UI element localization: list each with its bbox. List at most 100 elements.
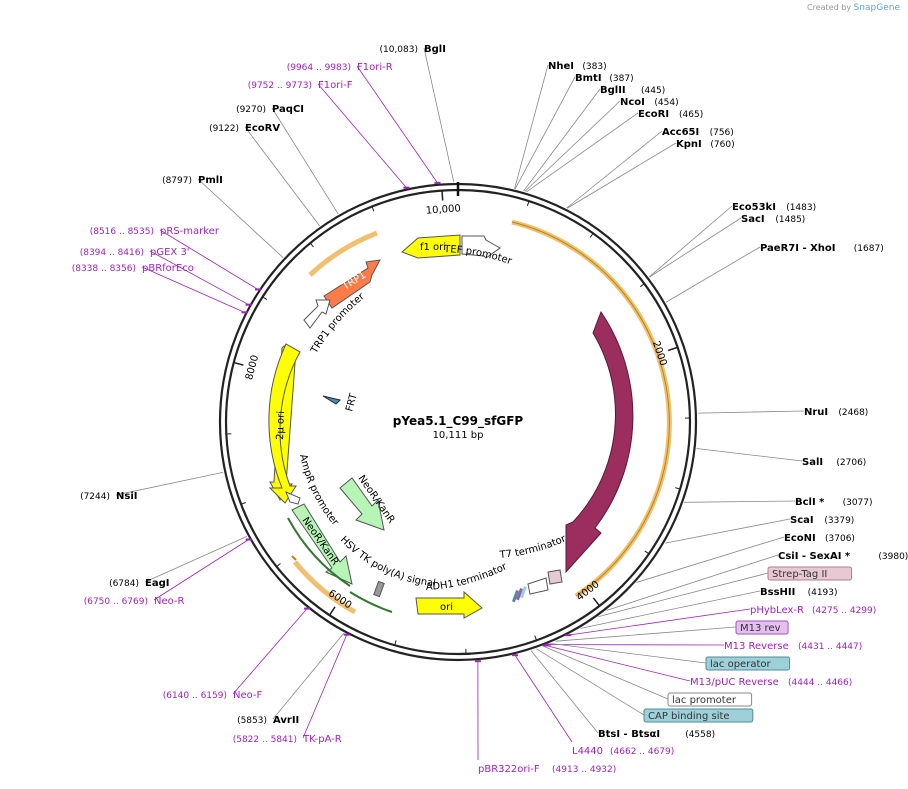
site-position: (6750 .. 6769) (84, 597, 148, 607)
site-bglii[interactable]: BglII(445) (600, 85, 665, 96)
site-paer7i-xhoi[interactable]: PaeR7I - XhoI(1687) (760, 243, 884, 254)
site-f1ori-f[interactable]: F1ori-F(9752 .. 9773) (248, 80, 353, 91)
site-pbr322ori-f[interactable]: pBR322ori-F(4913 .. 4932) (478, 764, 616, 775)
site-csii-sexai-[interactable]: CsiI - SexAI *(3980) (778, 551, 908, 562)
site-name: Eco53kI (732, 202, 776, 213)
site-bgli[interactable]: BglI(10,083) (379, 44, 445, 55)
site-nhei[interactable]: NheI(383) (548, 61, 607, 72)
site-position: (445) (641, 86, 665, 96)
backbone-ticks (226, 182, 690, 654)
feature-adh1-terminator[interactable] (527, 577, 549, 595)
site-pgex-3-[interactable]: pGEX 3'(8394 .. 8416) (80, 247, 190, 258)
site-name: BclI * (795, 497, 825, 508)
site-box (735, 620, 789, 635)
primer-arc-green-1 (287, 517, 351, 587)
site-sali[interactable]: SalI(2706) (802, 457, 866, 468)
major-tick (233, 361, 244, 366)
site-cap-binding-site[interactable]: CAP binding site (643, 708, 754, 723)
leader-line (636, 536, 785, 583)
feature-f1-ori-label: f1 ori (420, 242, 446, 253)
site-eco53ki[interactable]: Eco53kI(1483) (732, 202, 816, 213)
site-prs-marker[interactable]: pRS-marker(8516 .. 8535) (90, 226, 220, 237)
feature-f1-ori[interactable] (401, 234, 461, 259)
site-name: F1ori-F (318, 80, 353, 91)
site-f1ori-r[interactable]: F1ori-R(9964 .. 9983) (287, 62, 393, 73)
leader-line (648, 205, 733, 278)
site-strep-tag-ii[interactable]: Strep-Tag II (767, 566, 853, 581)
site-econi[interactable]: EcoNI(3706) (784, 533, 855, 544)
site-name: TK-pA-R (302, 734, 342, 745)
site-lac-promoter[interactable]: lac promoter (667, 692, 753, 707)
feature-gal4[interactable] (565, 310, 634, 574)
site-eagi[interactable]: EagI(6784) (109, 578, 169, 589)
site-tk-pa-r[interactable]: TK-pA-R(5822 .. 5841) (233, 734, 342, 745)
site-acc65i[interactable]: Acc65I(756) (662, 127, 734, 138)
site-bcli-[interactable]: BclI *(3077) (795, 497, 873, 508)
leader-line (665, 246, 761, 303)
leader-line (580, 590, 761, 629)
site-neo-f[interactable]: Neo-F(6140 .. 6159) (163, 690, 263, 701)
site-m13-rev[interactable]: M13 rev (735, 620, 789, 635)
site-position: (387) (609, 74, 633, 84)
site-position: (4913 .. 4932) (552, 765, 616, 775)
major-tick (592, 597, 601, 607)
site-kpni[interactable]: KpnI(760) (676, 139, 735, 150)
site-nsii[interactable]: NsiI(7244) (80, 491, 137, 502)
site-avrii[interactable]: AvrII(5853) (237, 715, 299, 726)
site-name: M13 Reverse (724, 641, 789, 652)
leader-line (272, 632, 345, 720)
feature-neor-kanr-inner[interactable] (339, 477, 385, 531)
site-saci[interactable]: SacI(1485) (741, 214, 805, 225)
site-btsi-bts-i[interactable]: BtsI - BtsαI (4558) (598, 729, 715, 740)
site-nrui[interactable]: NruI(2468) (804, 407, 868, 418)
site-position: (383) (582, 62, 606, 72)
feature-frt[interactable] (322, 395, 341, 405)
feature-tef-promoter[interactable] (461, 235, 501, 259)
leader-line (159, 229, 259, 290)
site-pbrforeco[interactable]: pBRforEco(8338 .. 8356) (72, 263, 194, 274)
feature-ampr-promoter[interactable] (285, 491, 301, 505)
site-position: (2468) (838, 408, 868, 418)
site-ecori[interactable]: EcoRI(465) (638, 109, 703, 120)
site-box (767, 566, 853, 581)
feature-hsv-tk-polya[interactable] (373, 580, 385, 598)
leader-line (566, 142, 677, 209)
site-paqci[interactable]: PaqCI(9270) (236, 104, 304, 115)
site-ecorv[interactable]: EcoRV(9122) (209, 123, 280, 134)
leader-line (356, 65, 438, 184)
site-ncoi[interactable]: NcoI(454) (620, 97, 679, 108)
site-position: (1485) (775, 215, 805, 225)
feature-trp1-promoter[interactable] (303, 299, 331, 329)
site-name: NcoI (620, 97, 645, 108)
site-phyblex-r[interactable]: pHybLex-R(4275 .. 4299) (750, 605, 876, 616)
site-name: M13 rev (740, 623, 781, 634)
site-name: BtsI - BtsαI (598, 729, 660, 740)
site-name: PaqCI (272, 104, 304, 115)
site-name: Neo-R (154, 596, 185, 607)
site-bmti[interactable]: BmtI(387) (575, 73, 634, 84)
feature-ori[interactable] (415, 590, 483, 619)
site-lac-operator[interactable]: lac operator (705, 656, 791, 671)
site-position: (6140 .. 6159) (163, 691, 227, 701)
scale-label: 8000 (244, 354, 261, 381)
feature-trp1[interactable] (323, 259, 381, 309)
site-name: SalI (802, 457, 823, 468)
leader-line (115, 471, 224, 496)
site-m13-puc-reverse[interactable]: M13/pUC Reverse(4444 .. 4466) (690, 677, 852, 688)
leader-line (514, 76, 576, 190)
site-neo-r[interactable]: Neo-R (6750 .. 6769) (84, 596, 185, 607)
site-name: CAP binding site (648, 711, 730, 722)
site-position: (4558) (685, 730, 715, 740)
feature-t7-terminator[interactable] (547, 569, 563, 585)
minor-tick (526, 200, 530, 207)
site-name: Acc65I (662, 127, 699, 138)
site-scai[interactable]: ScaI(3379) (790, 515, 854, 526)
feature-neor-kanr-outer[interactable] (291, 503, 353, 585)
site-pmli[interactable]: PmlI(8797) (162, 175, 223, 186)
leader-line (317, 83, 407, 188)
site-l4440[interactable]: L4440(4662 .. 4679) (572, 746, 674, 757)
site-position: (5853) (237, 716, 267, 726)
site-m13-reverse[interactable]: M13 Reverse(4431 .. 4447) (724, 641, 862, 652)
leader-line (545, 645, 691, 682)
site-bsshii[interactable]: BssHII(4193) (760, 587, 838, 598)
